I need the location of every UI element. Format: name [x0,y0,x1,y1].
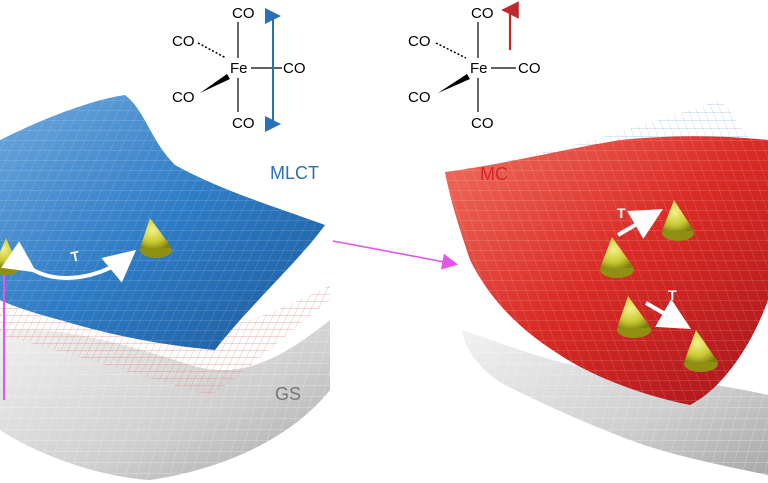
left-gs-surface [0,320,330,480]
right-gs-surface [462,330,768,475]
gs-label: GS [275,384,301,404]
temperature-label-right-2: T [668,287,677,303]
thermal-oscillation-arrow: T [1,241,137,283]
mlct-label: MLCT [270,163,319,183]
thermal-arrow-right-1: T [616,205,663,239]
wavepacket-left-2 [140,218,172,258]
ligand-top-left: CO [232,5,255,22]
ligand-bottom-right: CO [471,115,494,132]
ligand-right-left: CO [283,60,306,77]
molecule-left: Fe CO CO CO CO CO [172,5,306,132]
temperature-label-right-1: T [617,205,626,221]
ligand-top-right: CO [471,5,494,22]
temperature-label-left: T [69,247,81,265]
ligand-upperleft-left: CO [172,33,195,50]
fe-center-right: Fe [470,60,488,77]
ligand-right-right: CO [518,60,541,77]
ligand-lowerleft-left: CO [172,89,195,106]
ligand-bottom-left: CO [232,115,255,132]
mlct-surface [0,95,325,350]
wavepacket-right-4 [684,330,718,372]
ligand-upperleft-right: CO [408,33,431,50]
ligand-lowerleft-right: CO [408,89,431,106]
mc-label: MC [480,164,508,184]
fe-center-left: Fe [230,60,248,77]
molecule-right: Fe CO CO CO CO CO [408,1,541,132]
wavepacket-right-2 [600,237,634,278]
wavepacket-right-3 [617,296,651,338]
thermal-arrow-right-2: T [644,287,691,330]
transition-arrow [332,240,459,270]
wavepacket-right-1 [662,200,694,241]
